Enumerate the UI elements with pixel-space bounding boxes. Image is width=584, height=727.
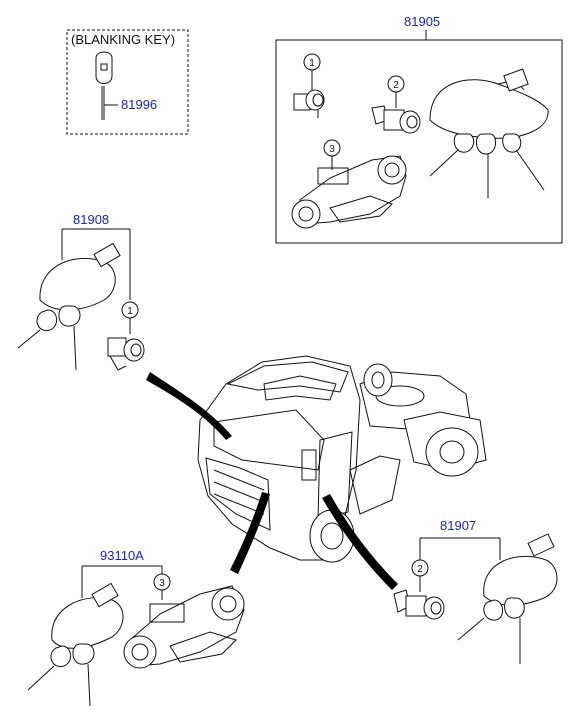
callout-1-text: 1	[309, 58, 315, 69]
cylinder-81907-icon	[393, 589, 445, 620]
callout-circle-3-93110A	[153, 573, 171, 591]
callout-circle-2-81905	[387, 75, 405, 93]
ignition-assembly-icon	[291, 155, 407, 229]
arrow-to-93110A	[230, 492, 270, 574]
blanking-key-icon	[95, 51, 118, 120]
callout-3-text: 3	[329, 144, 335, 155]
callout-2-text: 2	[393, 80, 399, 91]
part-number-93110A: 93110A	[100, 548, 144, 563]
cylinder-2-icon	[371, 90, 421, 134]
kit-81905-box	[275, 39, 563, 244]
cylinder-1-icon	[293, 70, 325, 118]
callout-1-text: 1	[127, 306, 133, 317]
callout-circle-1-81905	[303, 53, 321, 71]
cylinder-81908-icon	[107, 337, 145, 371]
part-number-81908: 81908	[73, 212, 110, 227]
part-number-81905: 81905	[404, 14, 441, 29]
blanking-key-box	[66, 29, 189, 135]
arrow-to-81908	[146, 372, 232, 440]
callout-circle-1-81908	[121, 301, 139, 319]
key-set-93110A-icon	[27, 582, 124, 707]
callout-2-text: 2	[417, 564, 423, 575]
callout-3-text: 3	[159, 578, 165, 589]
blanking-key-title: (BLANKING KEY)	[71, 32, 176, 47]
part-number-81996: 81996	[121, 97, 158, 112]
callout-circle-3-81905	[323, 139, 341, 157]
ignition-assembly-93110A-icon	[123, 585, 245, 669]
truck-drawing	[197, 355, 487, 563]
key-set-icon	[429, 68, 549, 198]
key-set-81907-icon	[457, 533, 558, 664]
part-number-81907: 81907	[440, 518, 477, 533]
key-set-81908-icon	[17, 242, 121, 371]
callout-circle-2-81907	[411, 559, 429, 577]
arrow-to-81907	[322, 494, 398, 590]
